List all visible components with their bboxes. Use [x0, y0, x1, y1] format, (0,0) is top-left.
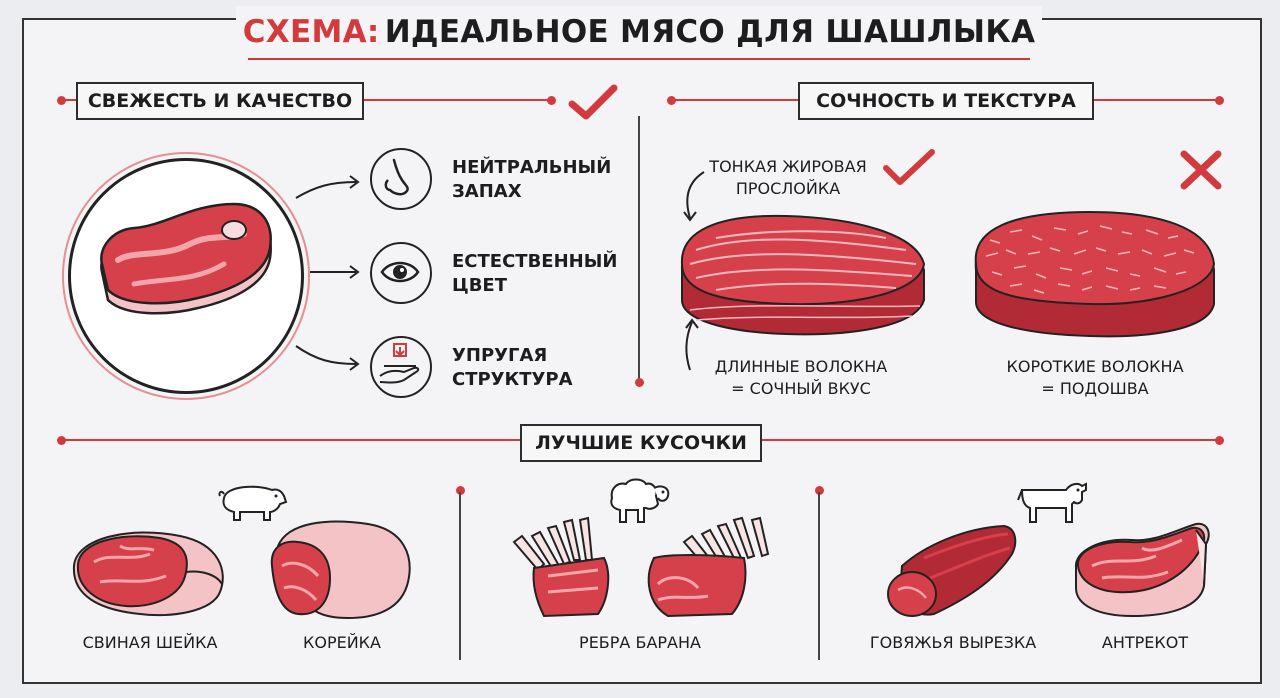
curved-arrow — [685, 318, 699, 371]
divider-dot — [547, 96, 556, 105]
freshness-item-line: НЕЙТРАЛЬНЫЙ — [452, 157, 612, 178]
column-separator — [818, 492, 820, 660]
cross-icon — [1180, 150, 1222, 190]
eye-icon-circle — [370, 242, 432, 304]
caption-line: ДЛИННЫЕ ВОЛОКНА — [714, 357, 888, 376]
pig-icon — [218, 485, 288, 521]
caption-line: КОРОТКИЕ ВОЛОКНА — [1006, 357, 1184, 376]
lamb-ribs-illustration — [512, 516, 770, 618]
entrecote-illustration — [1074, 522, 1210, 618]
curved-arrow — [683, 171, 705, 222]
divider-dot — [1215, 436, 1224, 445]
section-label-freshness: СВЕЖЕСТЬ И КАЧЕСТВО — [76, 82, 364, 120]
freshness-item-line: ЗАПАХ — [452, 181, 522, 202]
cut-label: СВИНАЯ ШЕЙКА — [82, 633, 218, 652]
steak-halo — [62, 152, 310, 400]
sheep-icon — [610, 478, 670, 523]
column-separator — [459, 492, 461, 660]
freshness-item-2: ЕСТЕСТВЕННЫЙ ЦВЕТ — [452, 250, 622, 298]
caption-line: = ПОДОШВА — [1041, 379, 1149, 398]
steak-illustration — [100, 202, 272, 315]
freshness-item-3: УПРУГАЯ СТРУКТУРА — [452, 344, 622, 392]
page-title: СХЕМА: ИДЕАЛЬНОЕ МЯСО ДЛЯ ШАШЛЫКА — [236, 6, 1042, 58]
check-icon — [883, 149, 935, 185]
connector-arrows — [295, 175, 360, 371]
fat-note-line: ТОНКАЯ ЖИРОВАЯ — [709, 157, 867, 176]
fat-note-line: ПРОСЛОЙКА — [735, 179, 841, 198]
freshness-item-line: ЦВЕТ — [452, 275, 507, 296]
pork-loin-illustration — [270, 520, 411, 620]
cut-label: ГОВЯЖЬЯ ВЫРЕЗКА — [869, 633, 1037, 652]
title-underline — [248, 58, 1030, 60]
cut-label: РЕБРА БАРАНА — [579, 633, 701, 652]
divider-dot — [1215, 96, 1224, 105]
check-icon — [568, 84, 618, 120]
short-fiber-steak — [974, 210, 1216, 338]
divider-dot — [815, 486, 824, 495]
beef-tenderloin-illustration — [887, 524, 1017, 617]
section-label-best-cuts: ЛУЧШИЕ КУСОЧКИ — [520, 424, 762, 462]
divider-dot — [57, 96, 66, 105]
freshness-item-line: УПРУГАЯ — [452, 345, 548, 366]
title-main: ИДЕАЛЬНОЕ МЯСО ДЛЯ ШАШЛЫКА — [384, 14, 1036, 50]
cut-label: АНТРЕКОТ — [1101, 633, 1189, 652]
divider-dot — [667, 96, 676, 105]
section-label-juiciness: СОЧНОСТЬ И ТЕКСТУРА — [798, 82, 1094, 120]
fat-layer-note: ТОНКАЯ ЖИРОВАЯ ПРОСЛОЙКА — [698, 156, 878, 200]
divider-dot — [57, 436, 66, 445]
cut-label: КОРЕЙКА — [303, 633, 381, 652]
long-fibers-caption: ДЛИННЫЕ ВОЛОКНА = СОЧНЫЙ ВКУС — [706, 356, 896, 400]
pork-neck-illustration — [72, 531, 224, 617]
divider-dot — [456, 486, 465, 495]
freshness-item-line: ЕСТЕСТВЕННЫЙ — [452, 251, 618, 272]
nose-icon — [384, 158, 409, 196]
title-prefix: СХЕМА: — [242, 14, 380, 50]
caption-line: = СОЧНЫЙ ВКУС — [731, 379, 871, 398]
freshness-item-line: СТРУКТУРА — [452, 369, 573, 390]
eye-icon — [380, 261, 420, 283]
divider-dot — [635, 378, 644, 387]
short-fibers-caption: КОРОТКИЕ ВОЛОКНА = ПОДОШВА — [1000, 356, 1190, 400]
freshness-item-1: НЕЙТРАЛЬНЫЙ ЗАПАХ — [452, 156, 622, 204]
long-fiber-steak — [680, 214, 926, 336]
section-separator — [638, 116, 640, 382]
cow-icon — [1017, 482, 1087, 523]
press-hand-icon — [379, 343, 420, 384]
